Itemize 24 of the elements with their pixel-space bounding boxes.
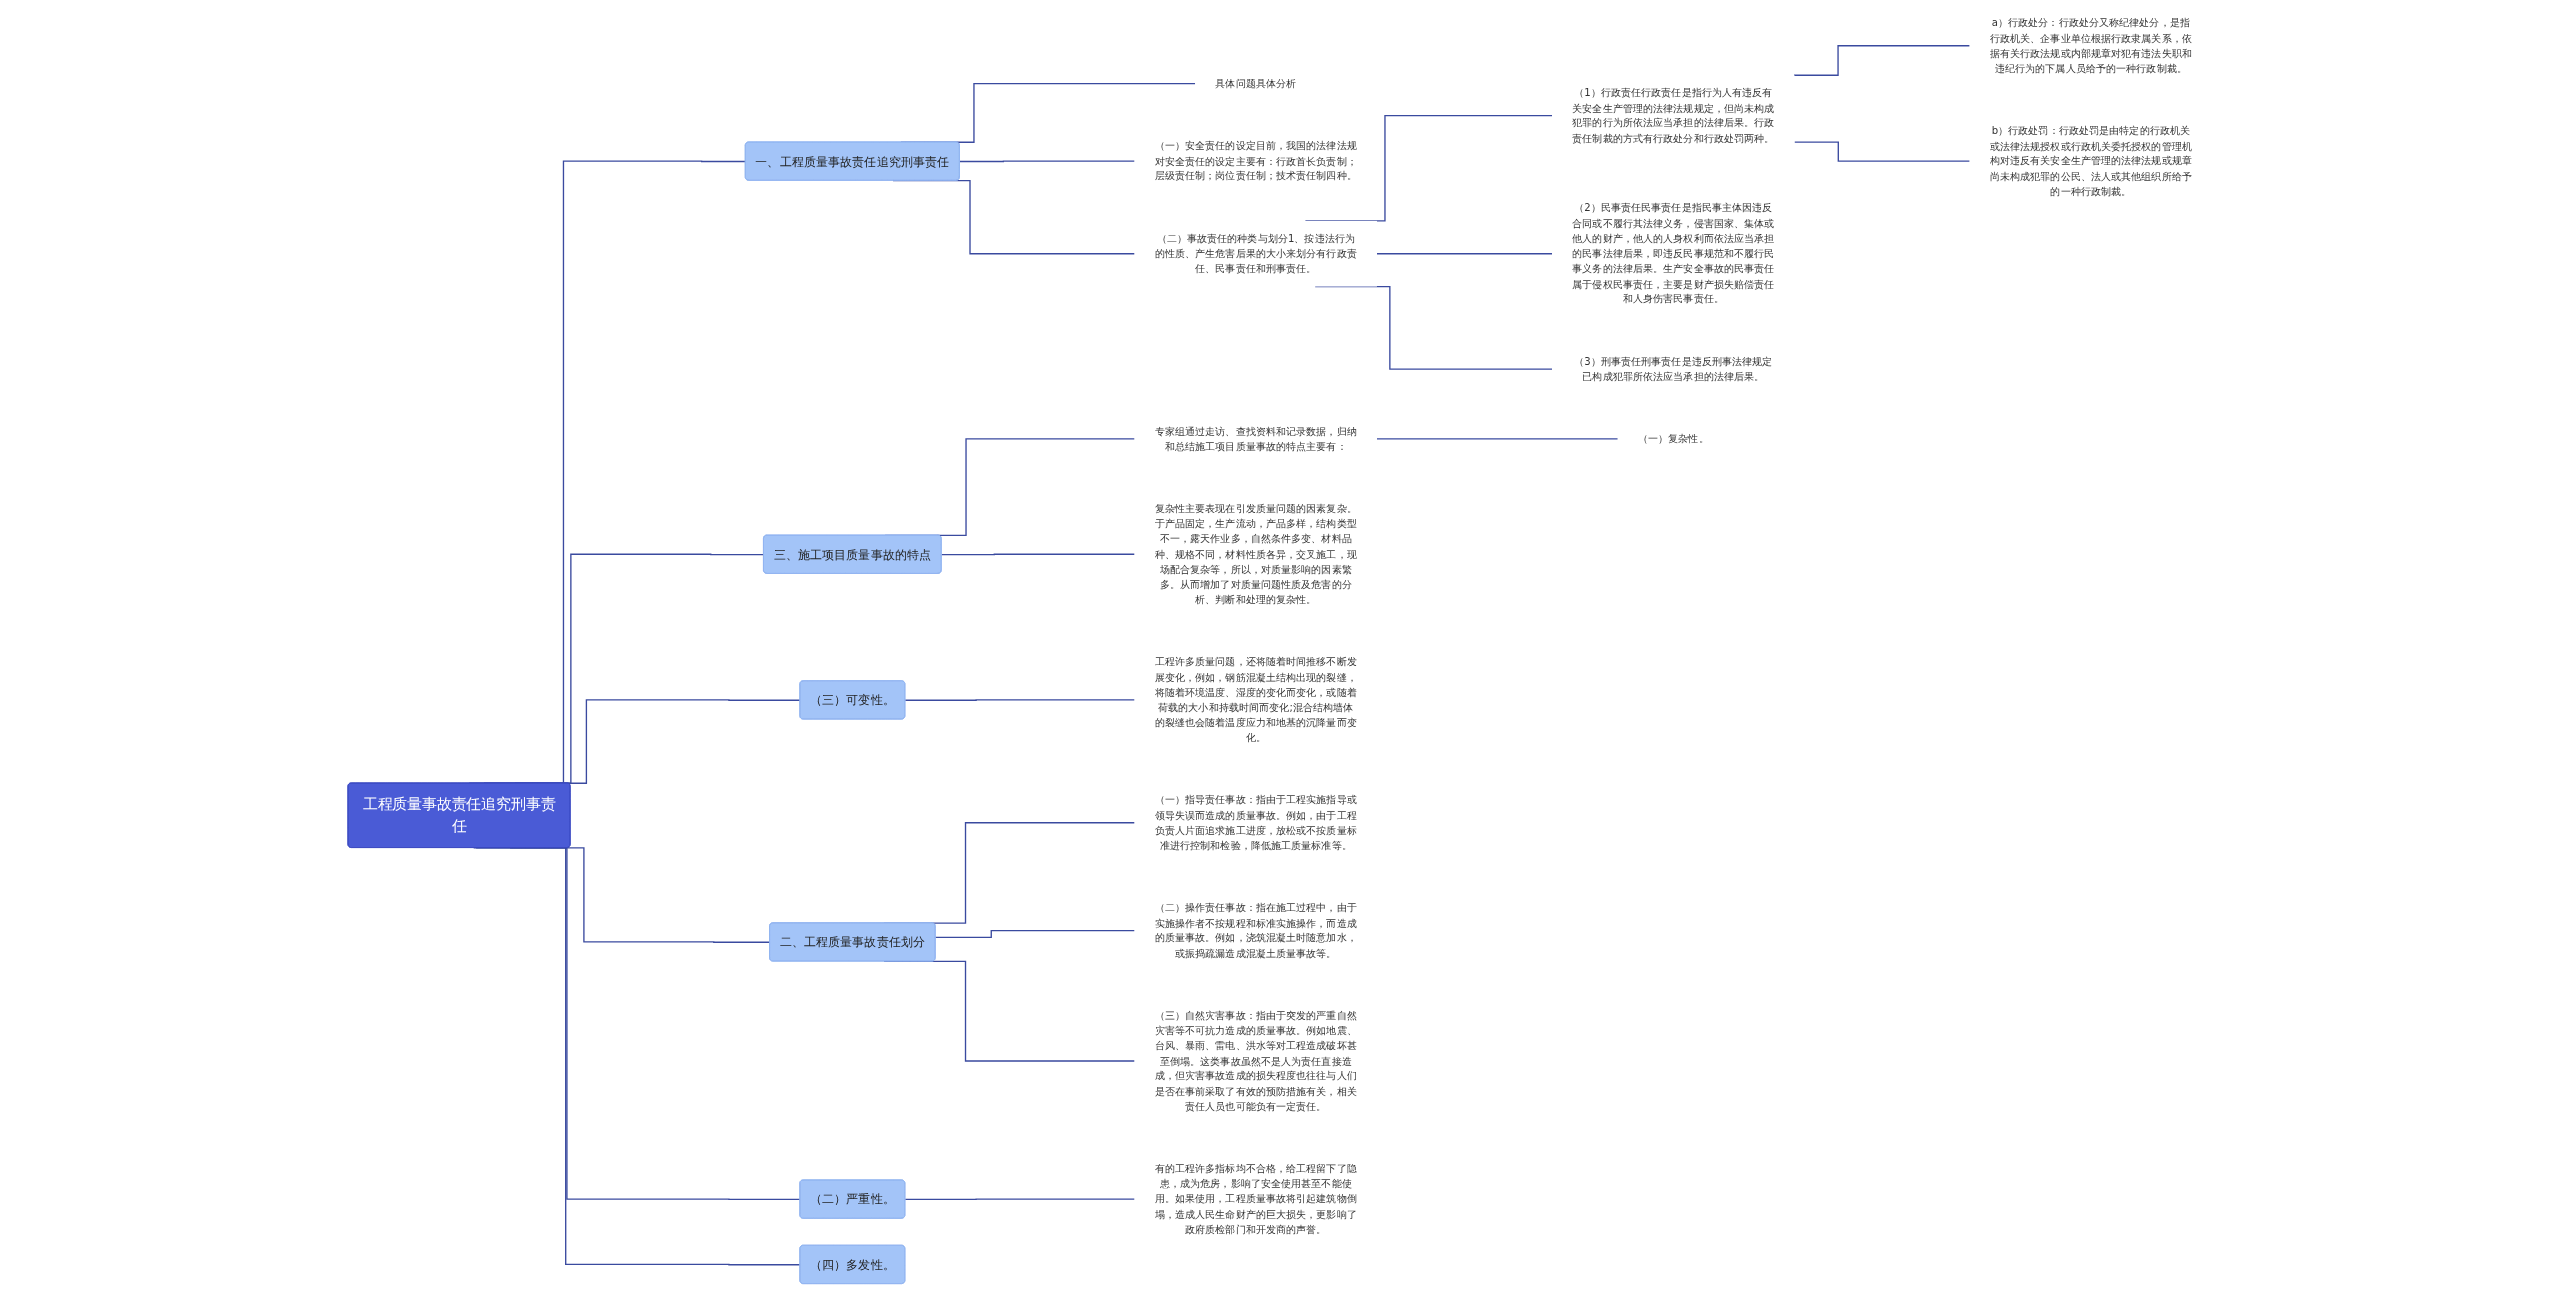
connector <box>1793 45 1971 76</box>
node-text: 有的工程许多指标均不合格，给工程留下了隐患，成为危房，影响了安全使用甚至不能使用。如果使用，工程质量事故将引起建筑物倒塌，造成人民生命财产的巨大损失，更影响了政府质检部门和开发商的声誉。 <box>1154 1162 1357 1236</box>
connector <box>959 160 1136 163</box>
connector <box>1376 438 1619 440</box>
connector <box>904 699 1136 701</box>
node-text: 具体问题具体分析 <box>1215 77 1297 90</box>
connector <box>1793 141 1971 162</box>
node-text: 工程许多质量问题，还将随着时间推移不断发展变化，例如，钢筋混凝土结构出现的裂缝，将随着环境温度、湿度的变化而变化，或随着荷载的大小和持载时间而变化;混合结构墙体的裂缝也会随着温度应力和地基的沉降量而变化。 <box>1154 655 1357 744</box>
connector <box>904 1198 1136 1201</box>
node-text: 复杂性主要表现在引发质量问题的因素复杂。于产品固定，生产流动，产品多样，结构类型不一，露天作业多，自然条件多变、材料品种、规格不同，材料性质各异，交叉施工，现场配合复杂等，所以，对质量影响的因素繁多。从而增加了对质量问题性质及危害的分析、判断和处理的复杂性。 <box>1154 502 1357 606</box>
node-text: （2）民事责任民事责任是指民事主体因违反合同或不履行其法律义务，侵害国家、集体或他人的财产，他人的人身权利而依法应当承担的民事法律后果，即违反民事规范和不履行民事义务的法律后果。生产安全事故的民事责任属于侵权民事责任，主要是财产损失赔偿责任和人身伤害民事责任。 <box>1572 202 1775 306</box>
node-text: （一）指导责任事故：指由于工程实施指导或领导失误而造成的质量事故。例如，由于工程负责人片面追求施工进度，放松或不按质量标准进行控制和检验，降低施工质量标准等。 <box>1154 793 1357 852</box>
node-text: （一）复杂性。 <box>1637 432 1709 445</box>
connector <box>940 553 1136 556</box>
node-text: （3）刑事责任刑事责任是违反刑事法律规定已构成犯罪所依法应当承担的法律后果。 <box>1574 355 1773 383</box>
node-text: （1）行政责任行政责任是指行为人有违反有关安全生产管理的法律法规规定，但尚未构成犯罪的行为所依法应当承担的法律后果。行政责任制裁的方式有行政处分和行政处罚两种。 <box>1572 86 1775 145</box>
node-text: 专家组通过走访、查找资料和记录数据，归纳和总结施工项目质量事故的特点主要有： <box>1154 425 1357 453</box>
node-text: （二）操作责任事故：指在施工过程中，由于实施操作者不按规程和标准实施操作，而造成的质量事故。例如，浇筑混凝土时随意加水，或振捣疏漏造成混凝土质量事故等。 <box>1154 901 1357 960</box>
node-text: a）行政处分：行政处分又称纪律处分，是指行政机关、企事业单位根据行政隶属关系，依据有关行政法规或内部规章对犯有违法失职和违纪行为的下属人员给予的一种行政制裁。 <box>1989 16 2192 75</box>
connector <box>1376 253 1553 255</box>
node-text: b）行政处罚：行政处罚是由特定的行政机关或法律法规授权或行政机关委托授权的管理机构对违反有关安全生产管理的法律法规或规章尚未构成犯罪的公民、法人或其他组织所给予的一种行政制裁。 <box>1989 124 2192 198</box>
node-text: （一）安全责任的设定目前，我国的法律法规对安全责任的设定主要有：行政首长负责制；层级责任制；岗位责任制；技术责任制四种。 <box>1154 139 1357 183</box>
node-text: （三）自然灾害事故：指由于突发的严重自然灾害等不可抗力造成的质量事故。例如地震、台风、暴雨、雷电、洪水等对工程造成破坏甚至倒塌。这类事故虽然不是人为责任直接造成，但灾害事故造成的损失程度也往往与人们是否在事前采取了有效的预防措施有关，相关责任人员也可能负有一定责任。 <box>1154 1009 1357 1113</box>
connector <box>934 929 1136 939</box>
